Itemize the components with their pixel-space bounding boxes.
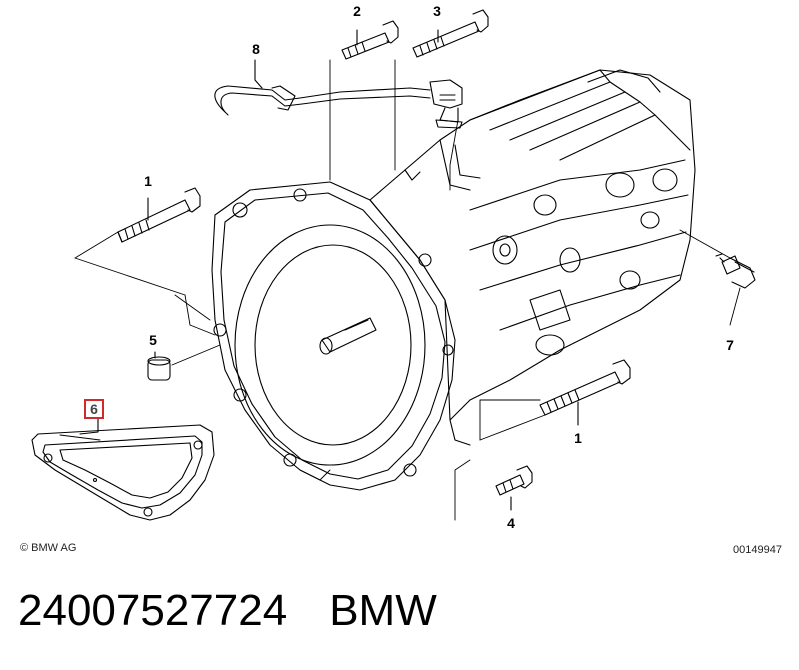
copyright-label: © BMW AG (20, 542, 77, 554)
part-number-heading: 24007527724 BMW (18, 586, 479, 636)
part-number: 24007527724 (18, 586, 288, 635)
callout-part-8: 8 (252, 41, 260, 57)
bolt-part-2 (341, 20, 399, 60)
sensor-part-7 (715, 253, 756, 289)
breather-line-part-8 (214, 59, 463, 129)
bolt-part-1-top (117, 187, 201, 243)
brand-name: BMW (329, 586, 437, 635)
callout-part-3: 3 (433, 3, 441, 19)
cover-plate-part-6 (31, 417, 215, 521)
leader-lines (59, 59, 741, 521)
callout-part-7: 7 (726, 337, 734, 353)
callout-part-5: 5 (149, 332, 157, 348)
diagram-code: 00149947 (733, 544, 782, 556)
callout-part-2: 2 (353, 3, 361, 19)
callout-part-1-top: 1 (144, 173, 152, 189)
callout-part-6-highlighted[interactable]: 6 (84, 399, 104, 419)
bolt-part-1-bottom (539, 359, 631, 426)
bolt-part-3 (412, 9, 489, 58)
bolt-part-4 (495, 465, 533, 511)
transmission-housing (211, 69, 696, 491)
callout-part-1-bottom: 1 (574, 430, 582, 446)
callout-part-4: 4 (507, 515, 515, 531)
bushing-part-5 (147, 351, 171, 381)
